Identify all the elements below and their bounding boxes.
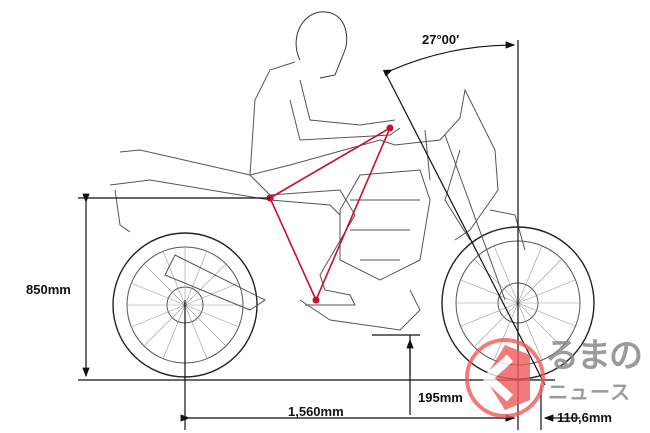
caster-angle-label: 27°00′ — [422, 32, 460, 47]
seat-height-label: 850mm — [26, 282, 71, 297]
caster-angle-arc — [382, 41, 516, 77]
ergonomic-triangle — [268, 126, 392, 302]
watermark-text-1: るまの — [545, 336, 643, 376]
ground-clearance-label: 195mm — [418, 390, 463, 405]
foot-point — [312, 296, 320, 304]
motorcycle-outline — [109, 11, 595, 380]
kuruma-news-logo — [465, 338, 545, 418]
watermark-text-2: ニュース — [548, 380, 631, 404]
hand-point — [386, 124, 394, 132]
wheelbase-label: 1,560mm — [288, 404, 344, 419]
steering-axis — [384, 71, 546, 386]
trail-label: 110,6mm — [557, 410, 612, 425]
